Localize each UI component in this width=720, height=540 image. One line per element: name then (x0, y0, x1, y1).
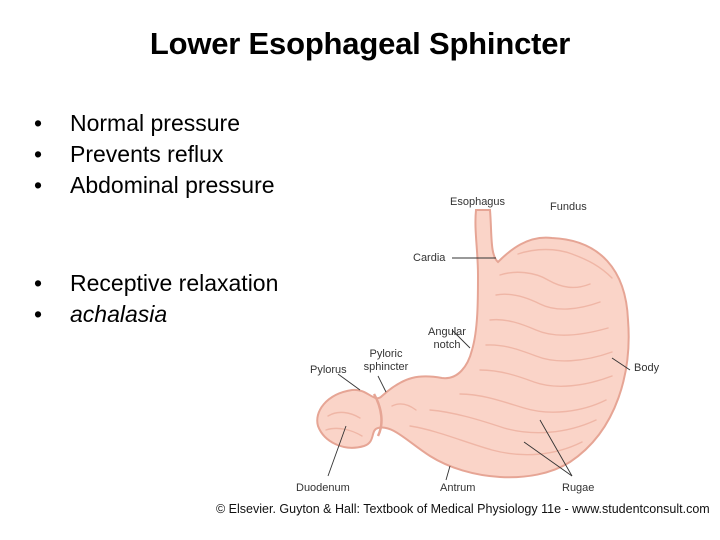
label-fundus: Fundus (550, 201, 587, 213)
bullet-item: • Abdominal pressure (34, 170, 275, 201)
bullet-text: Abdominal pressure (70, 172, 275, 198)
pyloric-constriction (372, 393, 383, 437)
figure-credit: © Elsevier. Guyton & Hall: Textbook of M… (216, 502, 710, 516)
rugae-folds (325, 248, 613, 456)
bullet-item: • Prevents reflux (34, 139, 275, 170)
bullet-item: • Receptive relaxation (34, 268, 278, 299)
bullet-dot-icon: • (34, 301, 43, 327)
bullet-text: Normal pressure (70, 110, 240, 136)
bullet-dot-icon: • (34, 172, 43, 198)
bullet-dot-icon: • (34, 141, 43, 167)
slide-title: Lower Esophageal Sphincter (149, 26, 571, 61)
bullet-text: Prevents reflux (70, 141, 224, 167)
label-antrum: Antrum (440, 482, 476, 494)
label-duodenum: Duodenum (296, 482, 350, 494)
bullet-list-bottom: • Receptive relaxation • achalasia (34, 268, 278, 330)
bullet-text: Receptive relaxation (70, 270, 279, 296)
bullet-dot-icon: • (34, 270, 43, 296)
label-pylorus: Pylorus (310, 364, 347, 376)
bullet-item: • achalasia (34, 299, 278, 330)
label-esophagus: Esophagus (450, 196, 506, 208)
bullet-item: • Normal pressure (34, 108, 275, 139)
bullet-text: achalasia (70, 301, 168, 327)
label-pyloric-sphincter: Pyloric sphincter (363, 348, 409, 373)
bullet-list-top: • Normal pressure • Prevents reflux • Abdom… (34, 108, 275, 201)
leader-lines (327, 257, 631, 481)
label-cardia: Cardia (413, 252, 446, 264)
label-rugae: Rugae (562, 482, 595, 494)
stomach-diagram: Esophagus Fundus Cardia Angular notch Py… (296, 180, 720, 500)
stomach-illustration (316, 209, 631, 481)
label-body: Body (634, 362, 660, 374)
label-angular-notch: Angular notch (428, 326, 466, 351)
bullet-dot-icon: • (34, 110, 43, 136)
stomach-shape (316, 209, 630, 479)
